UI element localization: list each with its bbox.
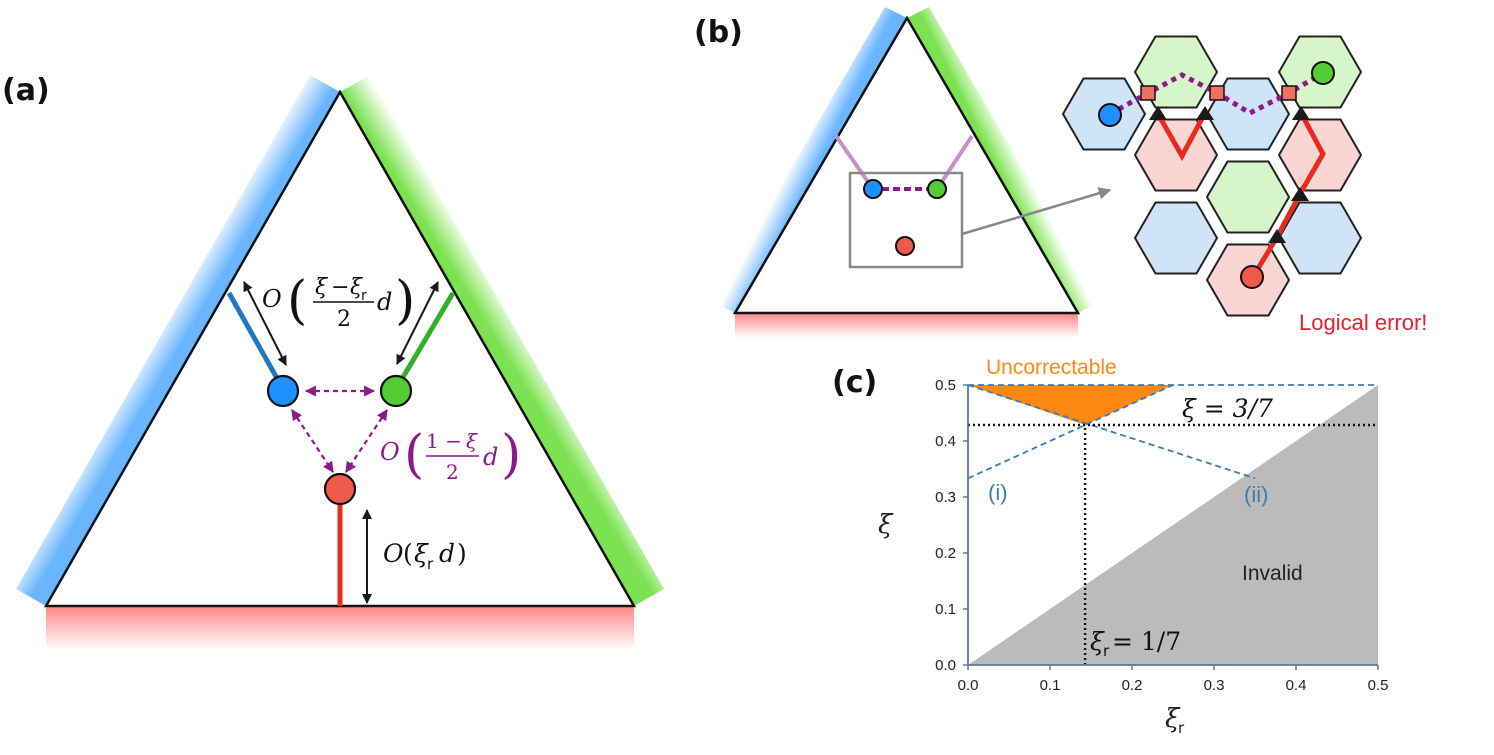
svg-text:): ) (395, 271, 415, 331)
svg-text:ξ: ξ (315, 275, 329, 300)
blue-excitation-b (863, 179, 883, 199)
x-tick-label: 0.4 (1286, 677, 1307, 694)
svg-text:O: O (380, 438, 400, 466)
green-distance-arrow (396, 281, 439, 365)
y-tick-label: 0.3 (935, 489, 956, 506)
zoom-arrow (961, 187, 1112, 236)
svg-text:): ) (501, 425, 521, 485)
red-excitation (323, 472, 357, 506)
svg-text:d: d (377, 288, 392, 316)
red-excitation-b (895, 236, 915, 256)
svg-text:r: r (361, 288, 367, 304)
panel-c: (c) 0.0 0.1 0.2 0.3 0.4 0.5 0.0 0.1 0.2 0.3 0.4 0.5… (832, 356, 1388, 737)
panel-b-label: (b) (694, 15, 743, 50)
panel-b: (b) (694, 7, 1427, 338)
purple-arrow-left (291, 409, 334, 473)
y-tick-label: 0.2 (935, 545, 956, 562)
lattice-triangle-b (732, 15, 1081, 315)
blue-distance-arrow (243, 281, 287, 366)
panel-a-label: (a) (2, 73, 50, 108)
svg-text:O: O (383, 539, 404, 568)
uncorrectable-label: Uncorrectable (986, 356, 1117, 379)
green-boundary-glow (340, 75, 664, 606)
region-invalid (968, 385, 1378, 665)
blue-boundary-glow-b (713, 7, 907, 313)
blue-excitation-zoom (1098, 103, 1122, 127)
svg-text:d: d (439, 539, 455, 568)
svg-text:ξ: ξ (466, 429, 478, 453)
red-excitation-zoom (1240, 265, 1264, 289)
annotation-distance-to-red: O ( 1 − ξ 2 d ) (380, 425, 521, 485)
svg-text:1 −: 1 − (426, 429, 462, 453)
line-i-label: (i) (988, 480, 1008, 505)
green-excitation-zoom (1311, 61, 1335, 85)
zoom-box (848, 171, 964, 269)
hexagon-plaquette (1133, 201, 1219, 275)
svg-text:O: O (262, 285, 282, 313)
invalid-label: Invalid (1242, 562, 1303, 585)
x-tick-label: 0.1 (1040, 677, 1061, 694)
green-boundary-glow-b (907, 7, 1100, 313)
logical-error-label: Logical error! (1299, 310, 1427, 335)
hex-red-path (1155, 111, 1208, 162)
annotation-distance-blue-green: O ( ξ − ξ r 2 d ) (262, 271, 415, 332)
annotation-distance-red-boundary: O ( ξ r d ) (383, 539, 467, 573)
green-excitation-b (927, 179, 947, 199)
series-line-0 (967, 384, 1174, 480)
y-tick-label: 0.0 (935, 657, 956, 674)
svg-text:ξ: ξ (350, 275, 364, 300)
panel-c-label: (c) (832, 365, 877, 400)
square-markers (1140, 85, 1297, 101)
purple-arrow-right (345, 409, 388, 473)
y-tick-label: 0.5 (935, 377, 956, 394)
svg-text:d: d (483, 443, 498, 471)
red-boundary-glow-b (735, 313, 1078, 338)
svg-text:(: ( (287, 271, 307, 331)
series-line-1 (967, 384, 1256, 480)
y-tick-label: 0.1 (935, 601, 956, 618)
xi-r-threshold-sub: r (1103, 642, 1110, 660)
x-axis-label-sub: r (1178, 719, 1185, 737)
y-axis-label: ξ (878, 510, 894, 540)
svg-text:): ) (457, 539, 467, 568)
svg-text:r: r (427, 555, 434, 573)
panel-a: (a) O ( ξ − ξ r 2 d ) (2, 73, 664, 650)
x-tick-label: 0.2 (1122, 677, 1143, 694)
y-tick-label: 0.4 (935, 433, 956, 450)
green-excitation (379, 374, 413, 408)
hexagon-plaquette (1133, 118, 1219, 192)
red-boundary-glow (46, 606, 634, 650)
line-ii-label: (ii) (1244, 482, 1268, 507)
xi-r-threshold-label: ξ (1090, 627, 1105, 656)
blue-boundary-glow (16, 75, 340, 606)
svg-text:(: ( (403, 539, 413, 568)
xi-r-threshold-value: = 1/7 (1112, 627, 1181, 656)
blue-excitation (266, 374, 300, 408)
svg-text:ξ: ξ (414, 539, 429, 568)
svg-text:2: 2 (446, 460, 459, 484)
x-tick-label: 0.5 (1368, 677, 1389, 694)
hexagon-plaquette (1205, 160, 1291, 234)
region-uncorrectable (968, 385, 1173, 425)
x-tick-label: 0.0 (958, 677, 979, 694)
triangle-markers (1149, 106, 1310, 243)
x-tick-label: 0.3 (1204, 677, 1225, 694)
xi-threshold-label: ξ = 3/7 (1182, 394, 1273, 423)
svg-text:(: ( (404, 425, 424, 485)
x-axis-label: ξ (1165, 704, 1181, 734)
svg-text:2: 2 (337, 307, 351, 332)
svg-text:−: − (331, 275, 349, 300)
